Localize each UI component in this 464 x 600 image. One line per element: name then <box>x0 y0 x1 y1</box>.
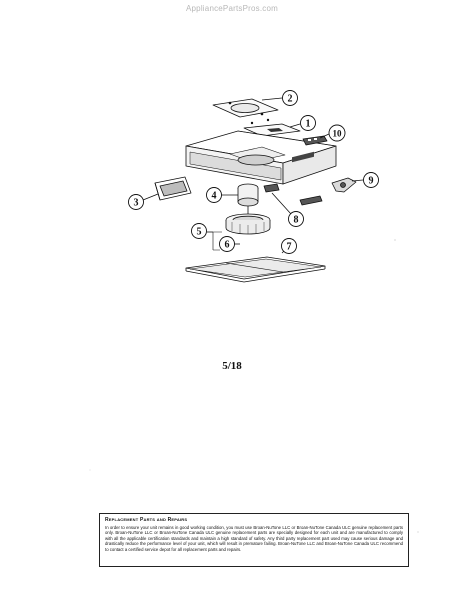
part-grease-filter <box>185 256 326 283</box>
part-duct-collar-plate <box>212 98 279 118</box>
leader-line-1 <box>289 123 301 128</box>
callout-1: 1 <box>300 115 316 131</box>
svg-text:7: 7 <box>287 242 292 253</box>
part-blower-motor <box>237 183 259 214</box>
svg-text:2: 2 <box>288 94 293 105</box>
part-light-housing <box>154 176 192 201</box>
callout-3: 3 <box>128 194 144 210</box>
svg-text:9: 9 <box>369 176 374 187</box>
callout-9: 9 <box>363 172 379 188</box>
svg-text:8: 8 <box>294 215 299 226</box>
leader-line-3 <box>142 193 159 201</box>
callout-5: 5 <box>191 223 207 239</box>
callout-6: 6 <box>219 236 235 252</box>
svg-text:6: 6 <box>225 240 230 251</box>
svg-text:5: 5 <box>197 227 202 238</box>
leader-line-2 <box>261 97 283 101</box>
callout-7: 7 <box>281 238 297 254</box>
notice-title: Replacement Parts and Repairs <box>105 517 188 523</box>
leader-bracket-5 <box>212 231 222 251</box>
page-number: 5/18 <box>222 360 242 372</box>
leader-line-9 <box>351 179 364 182</box>
callout-2: 2 <box>282 90 298 106</box>
callout-10: 10 <box>328 124 346 142</box>
notice-body: In order to ensure your unit remains in … <box>105 525 403 552</box>
callout-4: 4 <box>206 187 222 203</box>
svg-text:10: 10 <box>333 129 343 139</box>
svg-text:3: 3 <box>134 198 139 209</box>
part-terminal-block <box>263 183 323 206</box>
part-top-plate <box>243 118 301 137</box>
svg-text:1: 1 <box>306 119 311 130</box>
leader-line-10 <box>319 133 330 139</box>
part-range-hood-body <box>185 130 337 185</box>
replacement-parts-notice: Replacement Parts and Repairs In order t… <box>99 513 409 567</box>
part-blower-wheel <box>225 213 271 235</box>
part-switch-assembly <box>302 135 328 146</box>
watermark: AppliancePartsPros.com <box>186 4 278 13</box>
callout-8: 8 <box>288 211 304 227</box>
leader-line-8 <box>271 192 292 215</box>
svg-text:4: 4 <box>212 191 217 202</box>
part-light-socket <box>331 177 357 193</box>
